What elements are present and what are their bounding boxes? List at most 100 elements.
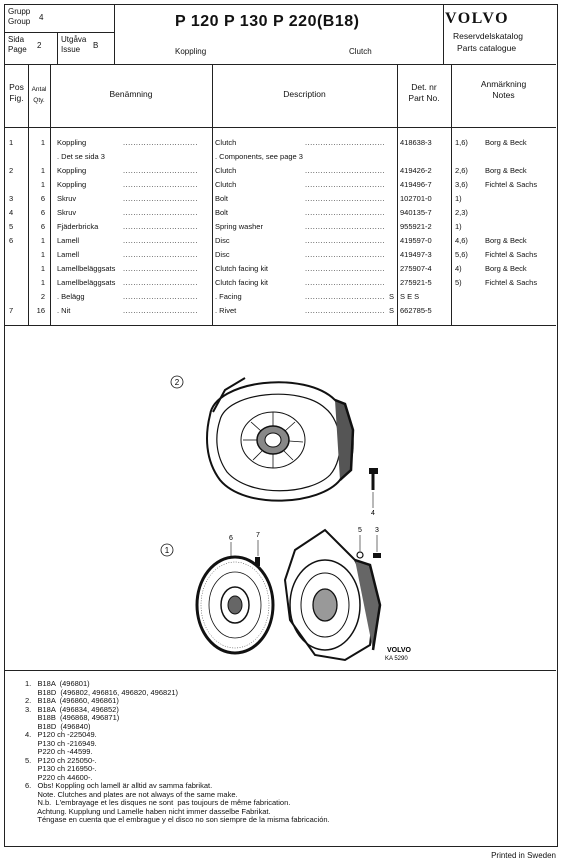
row-sv: Lamell (57, 236, 80, 245)
row-maker: Fichtel & Sachs (485, 180, 538, 189)
row-en: Clutch facing kit (215, 264, 268, 273)
row-sv: . Nit (57, 306, 71, 315)
row-note: 2,6) (455, 166, 468, 175)
footnote-line: 5. P120 ch 225050-. (25, 755, 97, 765)
row-part: 419426-2 (400, 166, 432, 175)
callout-1-label: 1 (165, 546, 170, 555)
row-en: Disc (215, 250, 230, 259)
callout-circle-2 (170, 375, 184, 389)
row-s-flag: S (389, 306, 395, 315)
row-part: 955921-2 (400, 222, 432, 231)
catalog-en: Parts catalogue (457, 43, 517, 53)
row-en: Spring washer (215, 222, 263, 231)
volvo-logo: VOLVO (445, 10, 510, 27)
row-part: 419597-0 (400, 236, 432, 245)
row-qty: 1 (40, 166, 45, 175)
page-label: Page (8, 45, 27, 54)
row-pos: 6 (9, 236, 14, 245)
column-header: Pos Fig. Antal Qty. Benämning Descriptio… (5, 64, 556, 128)
footnote-line: 4. P120 ch -225049. (25, 730, 97, 739)
row-sv: . Belägg (57, 292, 85, 301)
row-qty: 1 (40, 250, 45, 259)
issue-value: B (93, 41, 99, 50)
group-label: Group (8, 17, 31, 26)
page-title: P 120 P 130 P 220(B18) (175, 13, 360, 30)
clutch-cover-upper (206, 377, 355, 502)
dot-leader: ............................. (123, 194, 198, 203)
row-pos: 3 (9, 194, 14, 203)
row-qty: 1 (40, 180, 45, 189)
page-value: 2 (37, 41, 42, 50)
row-maker: Borg & Beck (485, 138, 527, 147)
row-en: . Components, see page 3 (215, 152, 303, 161)
group-value: 4 (39, 13, 44, 22)
row-part: 940135-7 (400, 208, 432, 217)
utgava-label: Utgåva (61, 35, 87, 44)
dot-leader: ............................... (305, 236, 386, 245)
row-pos: 1 (9, 138, 14, 147)
row-sv: Fjäderbricka (57, 222, 99, 231)
row-qty: 1 (40, 264, 45, 273)
row-en: Disc (215, 236, 230, 245)
dot-leader: ............................. (123, 278, 198, 287)
callout-circle-1 (160, 543, 174, 557)
col-pos: Pos Fig. (9, 82, 24, 103)
col-qty: Antal Qty. (31, 86, 47, 104)
dot-leader: ............................... (305, 278, 386, 287)
row-en: . Rivet (215, 306, 237, 315)
row-en: . Facing (215, 292, 242, 301)
label-7: 7 (256, 532, 260, 539)
catalog-sv: Reservdelskatalog (453, 31, 523, 41)
row-part: S E S (400, 292, 420, 301)
row-en: Bolt (215, 208, 228, 217)
row-qty: 1 (40, 278, 45, 287)
row-en: Bolt (215, 194, 228, 203)
col-description: Description (283, 89, 326, 99)
row-sv: Skruv (57, 208, 77, 217)
dot-leader: ............................... (305, 264, 386, 273)
footnote-line: B18D (496802, 496816, 496820, 496821) (25, 687, 179, 697)
row-sv: Skruv (57, 194, 77, 203)
dot-leader: ............................... (305, 292, 386, 301)
row-sv: Lamellbeläggsats (57, 278, 116, 287)
dot-leader: ............................. (123, 264, 198, 273)
row-en: Clutch (215, 138, 237, 147)
grupp-label: Grupp (8, 7, 31, 16)
row-qty: 16 (36, 306, 45, 315)
row-pos: 2 (9, 166, 14, 175)
page-header: Grupp Group 4 Sida Page 2 Utgåva Issue B… (5, 5, 556, 65)
row-note: 1) (455, 222, 462, 231)
row-maker: Borg & Beck (485, 236, 527, 245)
table-row: . Det se sida 3. Components, see page 3 (5, 149, 556, 163)
footnotes: 1. B18A (496801) B18D (496802, 496816, 4… (25, 679, 330, 825)
row-sv: Koppling (57, 166, 87, 175)
subtitle-sv: Koppling (175, 47, 207, 56)
callout-2-label: 2 (175, 378, 180, 387)
row-note: 4) (455, 264, 462, 273)
row-maker: Fichtel & Sachs (485, 250, 538, 259)
row-pos: 4 (9, 208, 14, 217)
dot-leader: ............................... (305, 166, 386, 175)
row-part: 102701-0 (400, 194, 432, 203)
row-sv: Lamell (57, 250, 80, 259)
row-note: 3,6) (455, 180, 468, 189)
footnote-line: P220 ch -44599. (25, 747, 93, 756)
footnote-line: B18B (496868, 496871) (25, 713, 120, 722)
bolt-3 (373, 553, 381, 558)
stamp-brand: VOLVO (387, 647, 412, 654)
dot-leader: ............................. (123, 306, 198, 315)
issue-label: Issue (61, 45, 81, 54)
row-s-flag: S (389, 292, 395, 301)
dot-leader: ............................. (123, 208, 198, 217)
row-note: 5,6) (455, 250, 468, 259)
footnote-line: Achtung. Kupplung und Lamelle haben nich… (25, 806, 271, 816)
dot-leader: ............................... (305, 194, 386, 203)
